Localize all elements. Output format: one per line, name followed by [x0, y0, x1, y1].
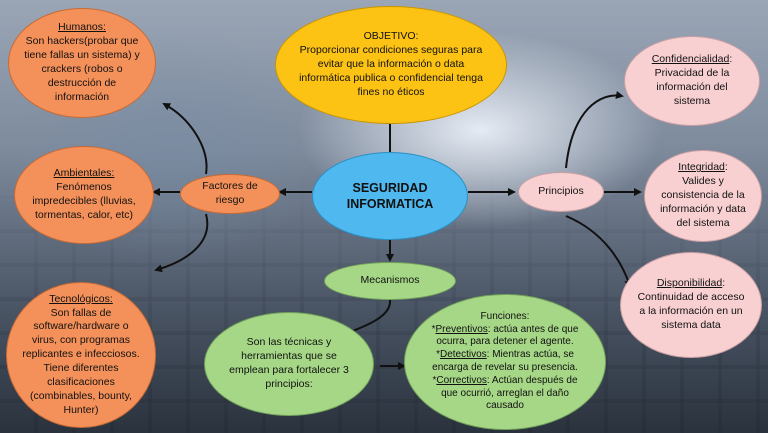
funcion-detectivos-term: Detectivos [439, 349, 487, 361]
funcion-preventivos-term: Preventivos [435, 323, 488, 335]
ambientales-heading: Ambientales: [53, 167, 115, 180]
arrow-factores-to-tecnologicos [154, 213, 209, 273]
tecnologicos-node: Tecnológicos: Son fallas de software/har… [6, 282, 156, 428]
arrow-principios-to-disponibilidad [565, 215, 632, 288]
factores-node: Factores de riesgo [180, 174, 280, 214]
mecanismos-node: Mecanismos [324, 262, 456, 300]
confidencialidad-text: Privacidad de la información del sistema [654, 67, 730, 107]
integridad-heading: Integridad [678, 161, 725, 174]
funcion-preventivos-prefix: * [431, 323, 436, 335]
funcion-preventivos: *Preventivos: actúa antes de que ocurra,… [423, 324, 587, 350]
definicion-node: Son las técnicas y herramientas que se e… [204, 312, 374, 416]
confidencialidad-node: Confidencialidad: Privacidad de la infor… [624, 36, 760, 126]
arrow-principios-to-confidencialidad [565, 90, 624, 169]
funcion-detectivos-text: : Mientras actúa, se encarga de revelar … [432, 349, 578, 373]
humanos-heading: Humanos: [58, 21, 106, 34]
funcion-detectivos-prefix: * [436, 349, 440, 361]
humanos-text: Son hackers(probar que tiene fallas un s… [24, 35, 140, 103]
center-title-line1: SEGURIDAD [352, 180, 428, 195]
disponibilidad-node: Disponibilidad: Continuidad de acceso a … [620, 252, 762, 358]
factores-label: Factores de riesgo [202, 180, 258, 206]
definicion-text: Son las técnicas y herramientas que se e… [229, 336, 349, 390]
integridad-text: Valides y consistencia de la información… [660, 175, 746, 229]
tecnologicos-heading: Tecnológicos: [49, 292, 113, 305]
mecanismos-label: Mecanismos [360, 274, 420, 287]
confidencialidad-heading: Confidencialidad [651, 53, 730, 66]
center-title-line2: INFORMATICA [346, 197, 434, 211]
confidencialidad-colon: : [729, 53, 733, 66]
tecnologicos-text: Son fallas de software/hardware o virus,… [22, 306, 140, 416]
funcion-preventivos-text: : actúa antes de que ocurra, para detene… [436, 323, 579, 348]
objetivo-heading: OBJETIVO: [363, 30, 419, 43]
disponibilidad-colon: : [722, 277, 726, 290]
funcion-detectivos: *Detectivos: Mientras actúa, se encarga … [423, 349, 587, 375]
funcion-correctivos-prefix: * [432, 374, 437, 386]
disponibilidad-text: Continuidad de acceso a la información e… [637, 291, 745, 331]
integridad-node: Integridad: Valides y consistencia de la… [644, 150, 762, 242]
integridad-colon: : [724, 161, 728, 174]
center-node: SEGURIDAD INFORMATICA [312, 152, 468, 240]
funcion-correctivos-text: : Actúan después de que ocurrió, arregla… [441, 374, 578, 412]
funcion-correctivos: *Correctivos: Actúan después de que ocur… [423, 375, 587, 413]
objetivo-text: Proporcionar condiciones seguras para ev… [299, 44, 483, 98]
ambientales-node: Ambientales: Fenómenos impredecibles (ll… [14, 146, 154, 244]
humanos-node: Humanos: Son hackers(probar que tiene fa… [8, 8, 156, 118]
arrow-factores-to-humanos [162, 103, 208, 175]
principios-label: Principios [538, 185, 584, 198]
funciones-heading: Funciones: [480, 310, 530, 322]
ambientales-text: Fenómenos impredecibles (lluvias, tormen… [32, 181, 136, 221]
integridad-heading-wrap: Integridad: [678, 161, 728, 175]
principios-node: Principios [518, 172, 604, 212]
disponibilidad-heading: Disponibilidad [656, 277, 723, 290]
objetivo-node: OBJETIVO: Proporcionar condiciones segur… [275, 6, 507, 124]
funciones-node: Funciones: *Preventivos: actúa antes de … [404, 294, 606, 430]
confidencialidad-heading-wrap: Confidencialidad: [652, 53, 733, 67]
funcion-correctivos-term: Correctivos [436, 374, 487, 386]
disponibilidad-heading-wrap: Disponibilidad: [657, 277, 725, 291]
